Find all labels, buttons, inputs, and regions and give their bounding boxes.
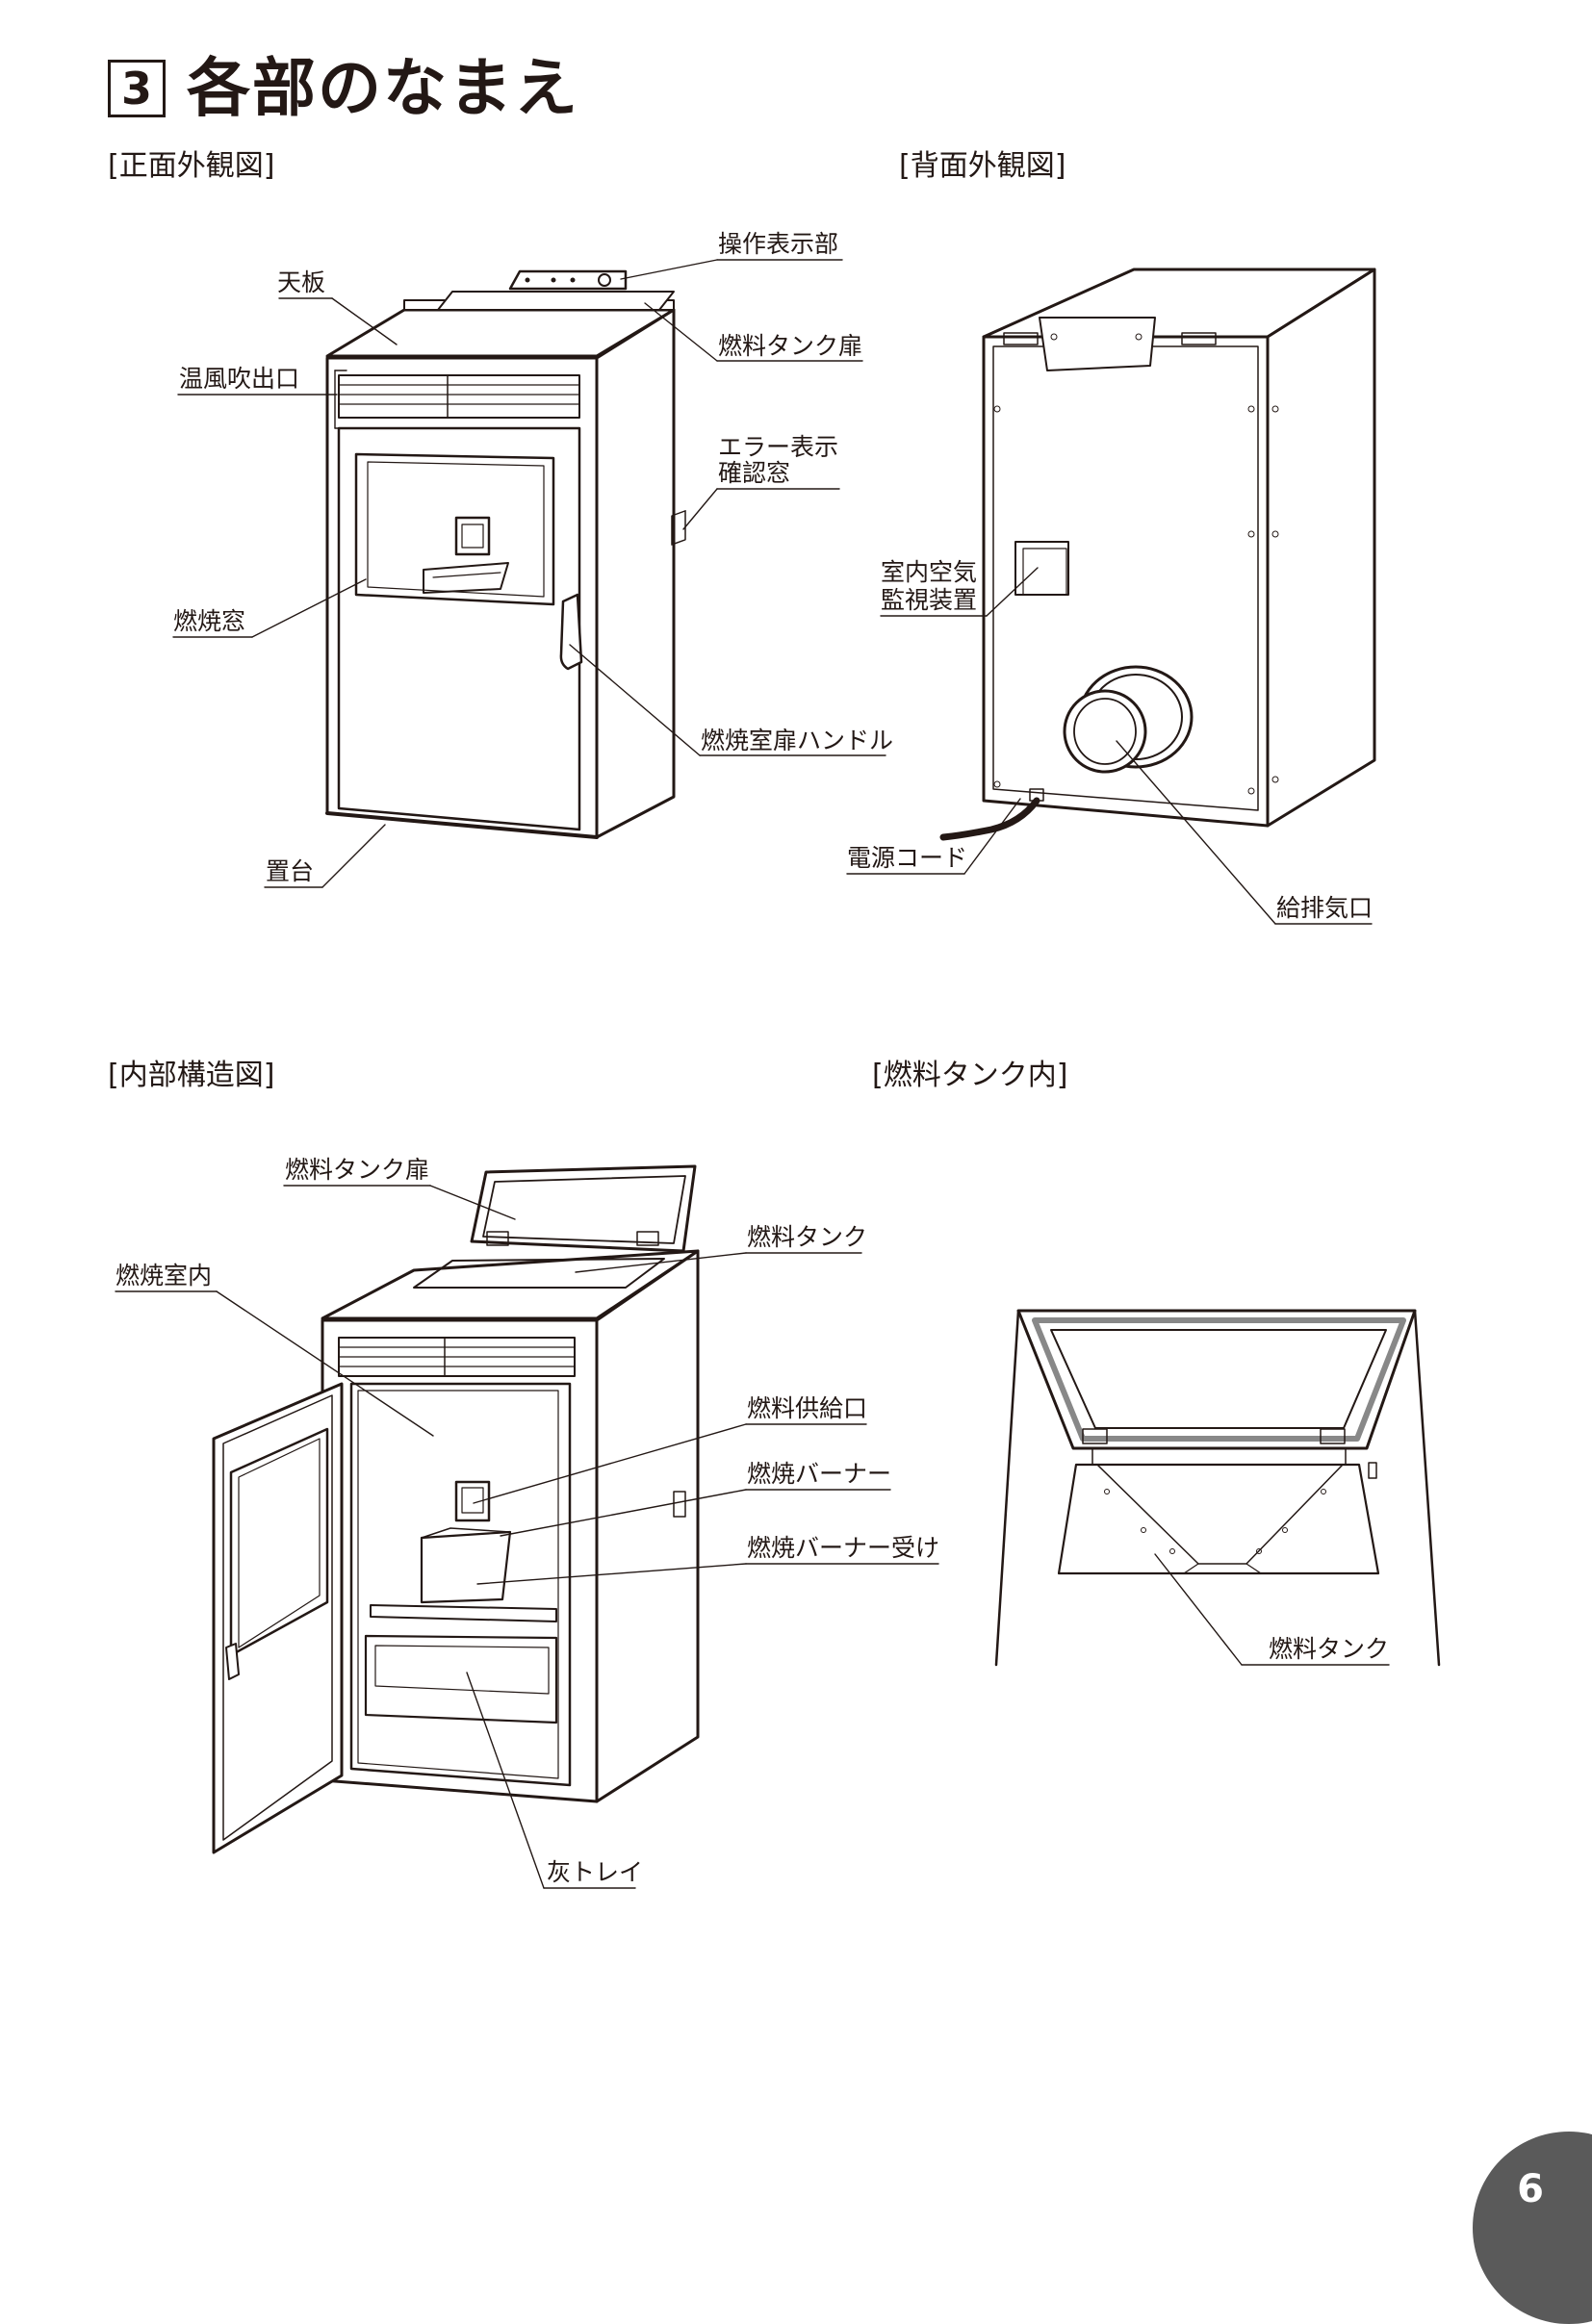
section-title: 各部のなまえ xyxy=(187,51,579,125)
section-tank-view: [燃料タンク内] xyxy=(872,1059,1068,1092)
section-back-view: [背面外観図] xyxy=(899,149,1066,183)
front-callout-lines xyxy=(172,259,886,888)
page-number: 6 xyxy=(1517,2167,1544,2211)
label-ash-tray: 灰トレイ xyxy=(547,1858,643,1886)
label-fuel-tank-door-interior: 燃料タンク扉 xyxy=(285,1156,429,1184)
section-front-view: [正面外観図] xyxy=(108,149,275,183)
label-fuel-tank-interior: 燃料タンク xyxy=(747,1223,867,1251)
label-air-monitor-1: 室内空気 xyxy=(881,558,977,586)
label-burner-tray: 燃焼バーナー受け xyxy=(747,1534,939,1562)
label-fuel-tank-inside: 燃料タンク xyxy=(1269,1635,1389,1663)
parts-diagram: 操作表示部 天板 燃料タンク扉 温風吹出口 エラー表示 確認窓 燃焼窓 燃焼室扉… xyxy=(115,230,1441,1889)
label-error-window-2: 確認窓 xyxy=(718,459,790,487)
label-door-handle: 燃焼室扉ハンドル xyxy=(701,727,893,754)
front-view-drawing xyxy=(325,269,686,839)
label-base: 置台 xyxy=(266,857,314,885)
label-intake-exhaust: 給排気口 xyxy=(1276,894,1373,922)
label-control-panel: 操作表示部 xyxy=(718,230,838,258)
label-warm-air-outlet: 温風吹出口 xyxy=(179,365,299,393)
label-power-cord: 電源コード xyxy=(847,844,967,872)
label-air-monitor-2: 監視装置 xyxy=(881,586,977,614)
label-combustion-window: 燃焼窓 xyxy=(173,607,245,635)
interior-view-drawing xyxy=(212,1164,700,1854)
label-error-window-1: エラー表示 xyxy=(718,433,838,461)
label-fuel-tank-door: 燃料タンク扉 xyxy=(718,332,862,360)
section-interior-view: [内部構造図] xyxy=(108,1059,275,1092)
label-top-plate: 天板 xyxy=(277,268,325,296)
label-combustion-chamber: 燃焼室内 xyxy=(116,1262,212,1290)
section-number: 3 xyxy=(108,60,166,117)
page-title: 3 各部のなまえ xyxy=(108,50,579,127)
label-burner: 燃焼バーナー xyxy=(747,1460,891,1488)
label-fuel-supply-port: 燃料供給口 xyxy=(747,1394,867,1422)
back-view-drawing xyxy=(939,268,1376,841)
tank-view-drawing xyxy=(994,1309,1441,1667)
